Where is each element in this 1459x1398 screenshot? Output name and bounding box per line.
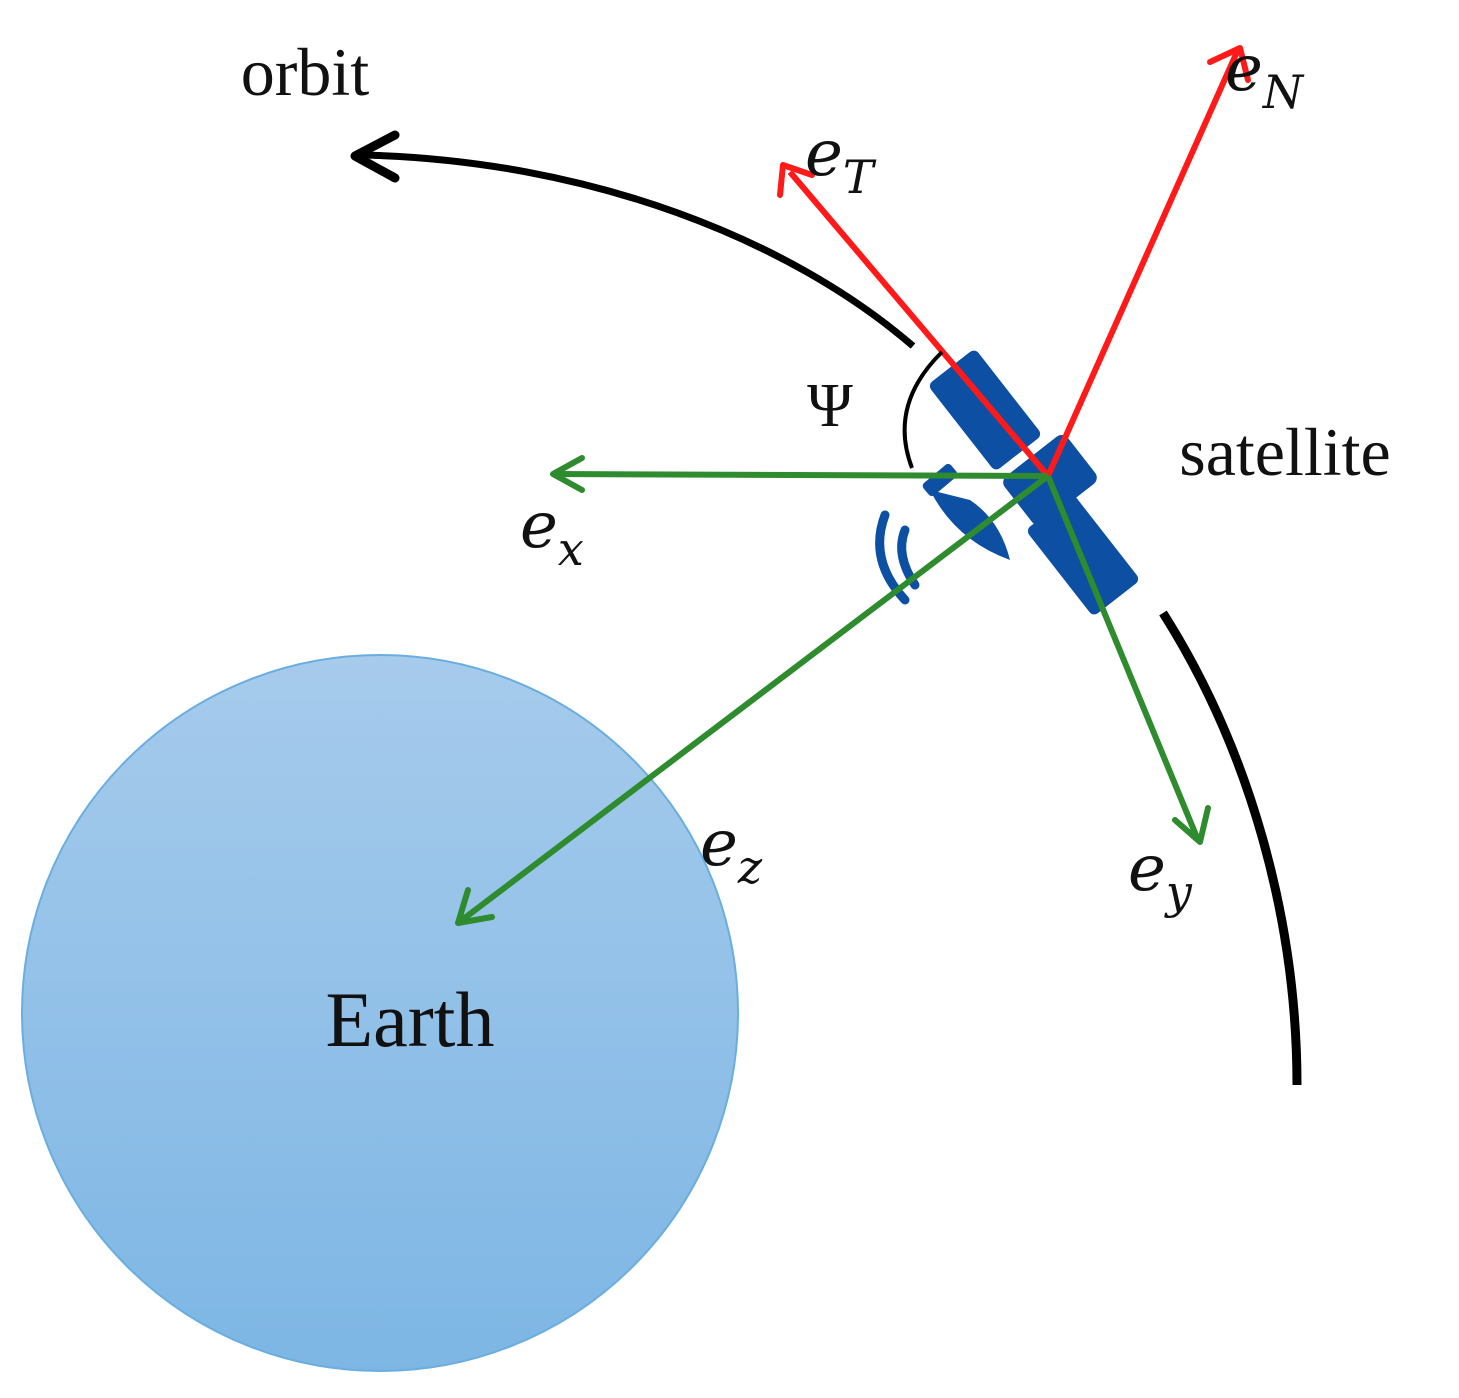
e-z-axis [460,473,1050,923]
e-z-label: ez [700,807,763,894]
e-x-sub: x [558,522,584,576]
e-y-sub: y [1164,865,1193,919]
e-N-sub: N [1262,65,1305,119]
e-N-base: e [1225,32,1263,106]
orbit-label: orbit [241,34,370,110]
e-y-axis [1045,474,1201,842]
e-y-base: e [1128,832,1166,906]
green-axes [455,455,1211,926]
e-T-sub: T [843,150,877,204]
e-x-axis [554,471,1049,479]
e-N-axis [1045,50,1240,478]
e-T-base: e [805,117,843,191]
e-T-arrowhead [777,162,815,198]
e-x-arrowhead [550,455,585,493]
e-T-axis [787,170,1051,478]
orbit-arc-lower [1159,610,1302,1086]
earth-label: Earth [326,976,495,1063]
e-x-base: e [520,489,558,563]
psi-label: Ψ [807,372,853,440]
e-y-label: ey [1128,832,1193,919]
orbit-arrowhead [350,130,400,183]
e-x-label: ex [520,489,584,576]
e-T-label: eT [805,117,877,204]
e-z-base: e [700,807,738,881]
satellite-label: satellite [1179,414,1390,490]
e-N-arrowhead [1207,45,1251,83]
orbit-arc-upper [361,151,916,349]
red-axes [777,45,1251,478]
e-z-sub: z [737,840,763,894]
psi-angle-arc [902,350,944,469]
e-N-label: eN [1225,32,1305,119]
e-y-arrowhead [1172,805,1211,845]
e-z-arrowhead [455,887,495,926]
earth-circle [21,654,739,1372]
